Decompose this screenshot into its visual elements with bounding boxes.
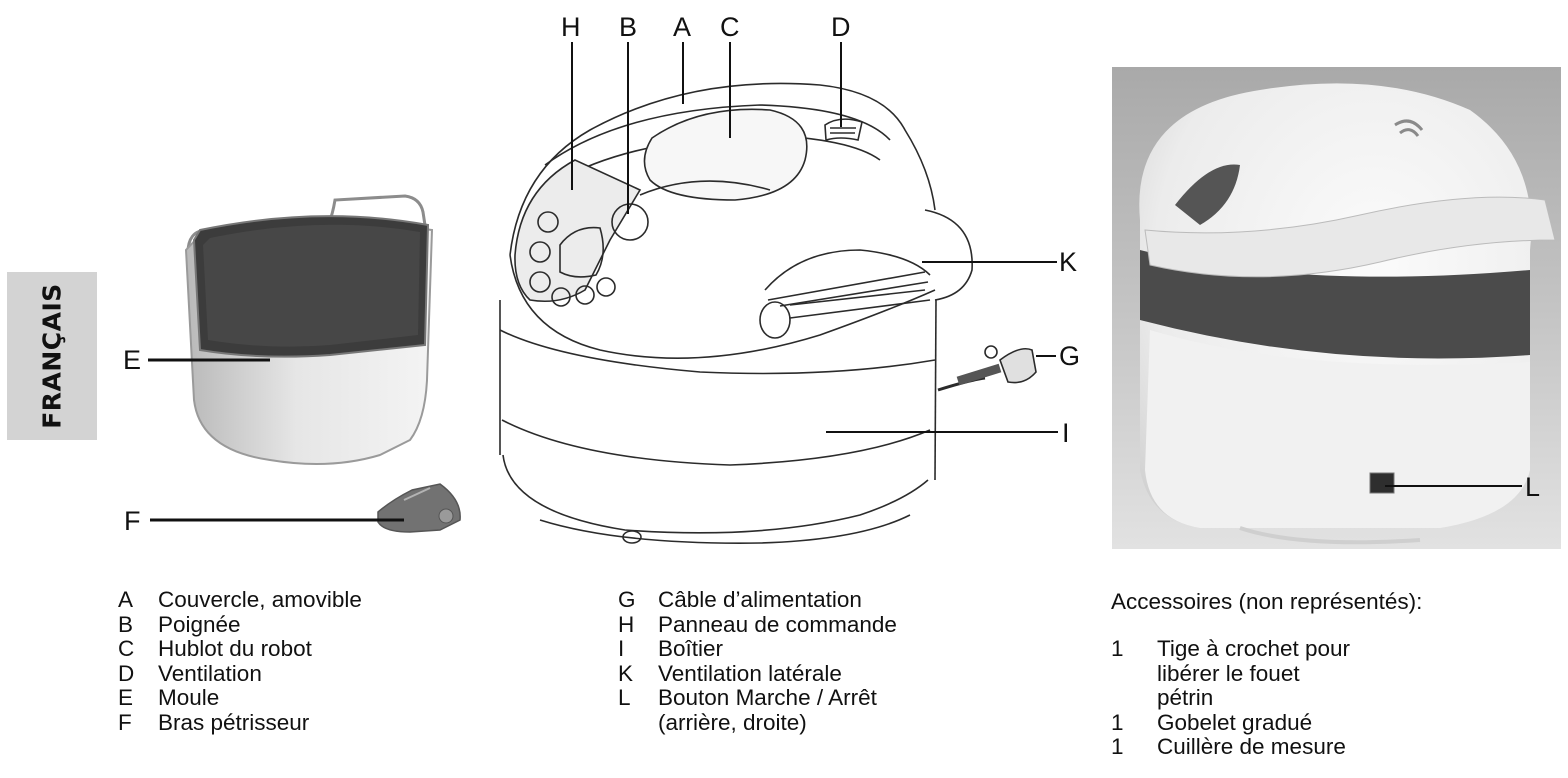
callout-e: E xyxy=(123,345,142,375)
language-tab: FRANÇAIS xyxy=(7,272,97,440)
callout-i: I xyxy=(1062,418,1070,448)
baking-pan-image xyxy=(184,194,434,465)
callout-c: C xyxy=(720,12,740,42)
callout-h: H xyxy=(561,12,581,42)
callout-b: B xyxy=(619,12,638,42)
kneading-paddle-image xyxy=(377,483,461,533)
legend-item: (arrière, droite) xyxy=(658,709,807,735)
callout-a: A xyxy=(673,12,692,42)
callout-l: L xyxy=(1525,472,1541,502)
bread-maker-photo xyxy=(1112,67,1561,549)
callout-g: G xyxy=(1059,341,1081,371)
callout-f: F xyxy=(124,506,141,536)
bread-maker-drawing xyxy=(499,82,1037,544)
callout-d: D xyxy=(831,12,851,42)
leader-lines xyxy=(148,42,1522,522)
accessories-title: Accessoires (non représentés): xyxy=(1111,589,1423,614)
callout-k: K xyxy=(1059,247,1078,277)
